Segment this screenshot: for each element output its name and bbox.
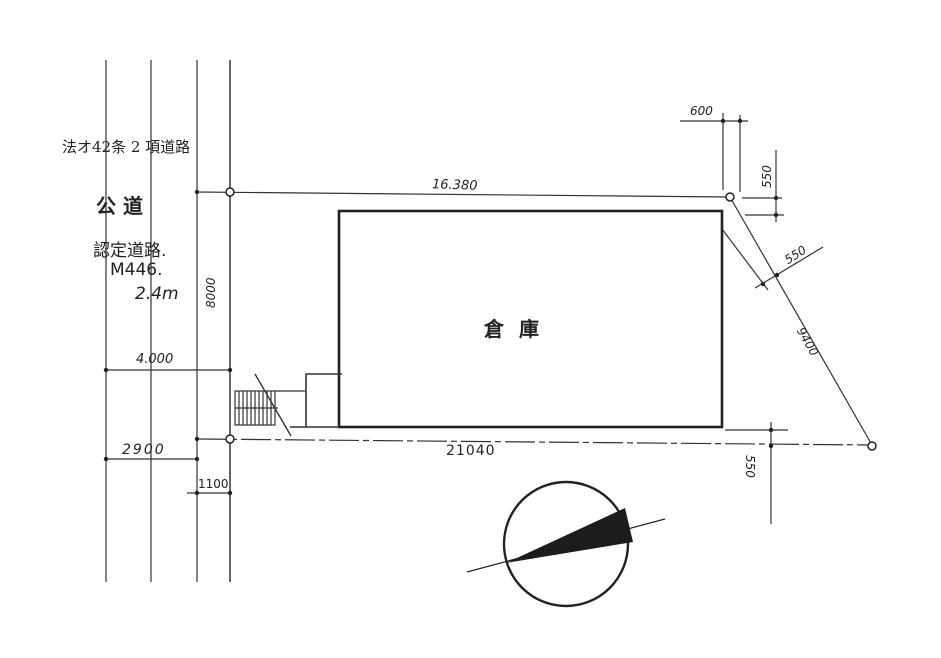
road-1100-dimension: 1100 [198,477,229,491]
road-law-label: 法オ42条 2 項道路 [62,138,191,156]
boundary-marker-ne [725,192,735,202]
boundary-marker-se [867,441,877,451]
boundary-marker-nw [225,187,235,197]
left-depth-dimension: 8000 [204,277,218,308]
diagonal-boundary-line [729,196,873,446]
bottom-offset-dimension: 550 [743,455,757,478]
bottom-boundary-line [196,438,873,446]
top-boundary-dimension: 16.380 [431,177,478,194]
public-road-label: 公 道 [96,194,143,218]
road-4000-dimension: 4.000 [136,352,174,367]
road-width-label: 2.4m [135,284,179,304]
warehouse-label: 倉 庫 [484,317,543,341]
bottom-boundary-dimension: 21040 [446,443,496,459]
corner-550-dimension: 550 [760,165,774,188]
diagonal-offset-line [721,228,769,291]
warehouse-outline [337,209,724,429]
top-boundary-line [196,191,731,198]
corner-600-dimension: 600 [690,104,713,118]
north-arrow-icon [466,480,666,608]
road-2900-dimension: 2900 [122,442,166,458]
boundary-marker-sw [225,434,235,444]
road-id-label: M446. [110,260,163,280]
certified-road-label: 認定道路. [93,241,167,261]
